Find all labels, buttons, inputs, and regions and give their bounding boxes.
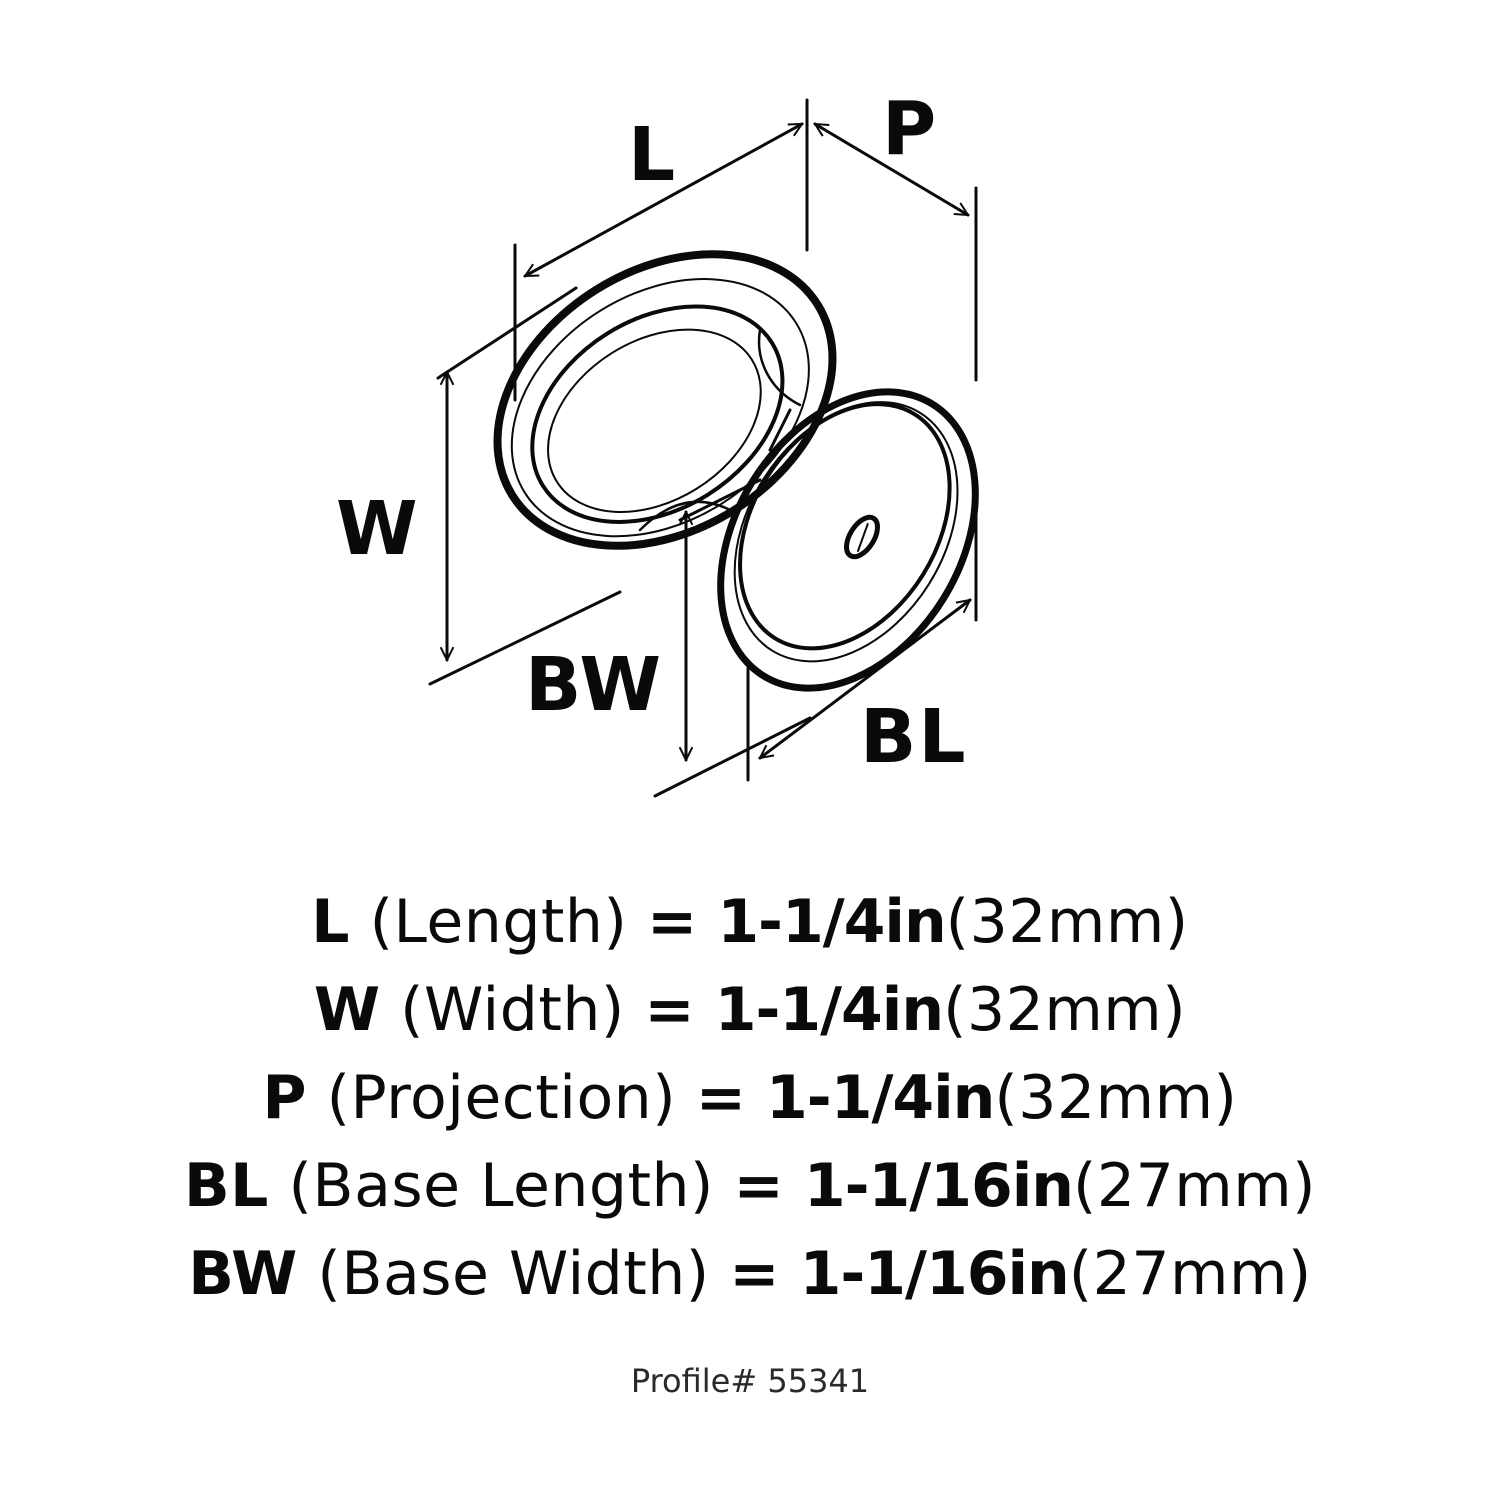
spec-inch: 1-1/4in <box>766 1063 995 1133</box>
dimension-specs-list: L (Length) = 1-1/4in(32mm) W (Width) = 1… <box>0 878 1500 1318</box>
spec-inch: 1-1/16in <box>803 1151 1074 1221</box>
spec-name: (Length) <box>369 887 628 957</box>
spec-inch: 1-1/16in <box>799 1239 1070 1309</box>
spec-mm: (32mm) <box>994 1063 1238 1133</box>
profile-number: Profile# 55341 <box>630 1362 870 1400</box>
spec-inch: 1-1/4in <box>717 887 946 957</box>
spec-abbr: L <box>311 887 351 957</box>
spec-name: (Base Length) <box>288 1151 714 1221</box>
spec-mm: (32mm) <box>943 975 1187 1045</box>
spec-equals: = <box>646 887 698 957</box>
knob-dimension-diagram: L P W BW BL <box>336 86 979 798</box>
label-BW: BW <box>525 642 663 728</box>
label-P: P <box>882 86 939 172</box>
spec-row-base-width: BW (Base Width) = 1-1/16in(27mm) <box>0 1230 1500 1318</box>
spec-row-width: W (Width) = 1-1/4in(32mm) <box>0 966 1500 1054</box>
spec-abbr: W <box>313 975 381 1045</box>
spec-name: (Base Width) <box>317 1239 710 1309</box>
label-L: L <box>628 112 678 198</box>
spec-inch: 1-1/4in <box>714 975 944 1045</box>
spec-equals: = <box>695 1063 747 1133</box>
knob-head <box>493 250 837 550</box>
label-BL: BL <box>860 694 968 780</box>
spec-row-base-length: BL (Base Length) = 1-1/16in(27mm) <box>0 1142 1500 1230</box>
spec-name: (Width) <box>400 975 625 1045</box>
label-W: W <box>336 486 420 572</box>
spec-name: (Projection) <box>326 1063 677 1133</box>
spec-abbr: P <box>262 1063 308 1133</box>
spec-mm: (27mm) <box>1072 1151 1317 1221</box>
spec-row-projection: P (Projection) = 1-1/4in(32mm) <box>0 1054 1500 1142</box>
spec-equals: = <box>733 1151 785 1221</box>
spec-abbr: BL <box>183 1151 269 1221</box>
spec-mm: (32mm) <box>945 887 1189 957</box>
spec-mm: (27mm) <box>1068 1239 1312 1309</box>
spec-equals: = <box>644 975 696 1045</box>
spec-equals: = <box>729 1239 781 1309</box>
spec-row-length: L (Length) = 1-1/4in(32mm) <box>0 878 1500 966</box>
spec-abbr: BW <box>188 1239 298 1309</box>
knob-drawing <box>428 98 979 798</box>
